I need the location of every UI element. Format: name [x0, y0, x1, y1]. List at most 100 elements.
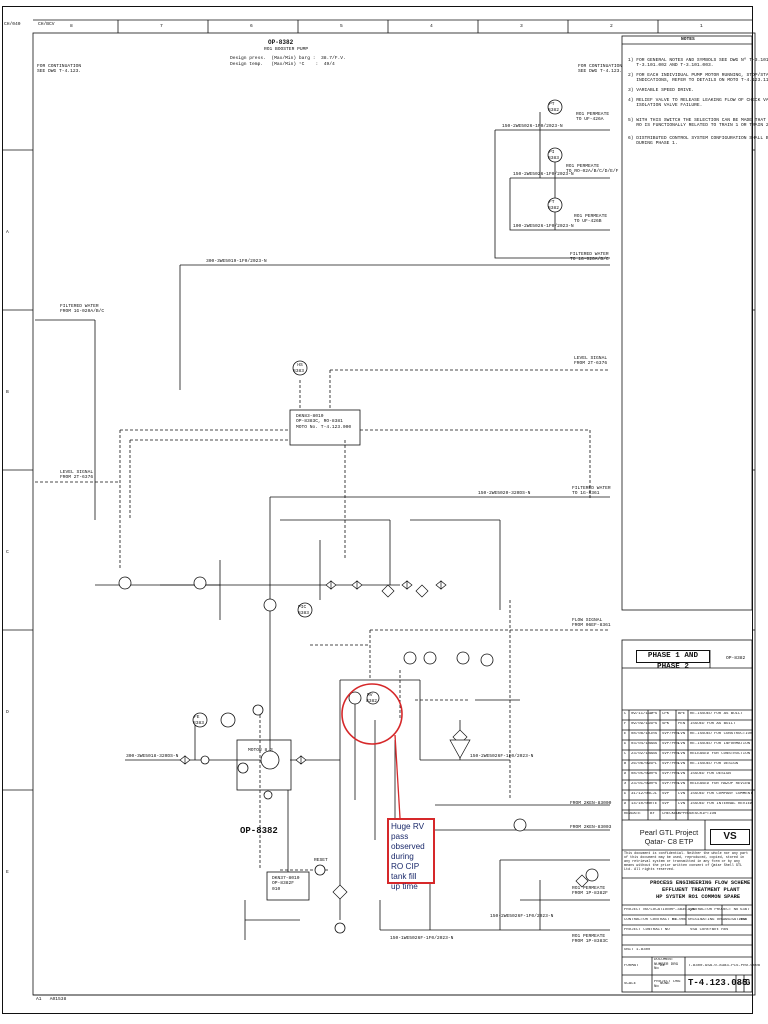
valve-symbol	[295, 755, 307, 765]
revision-cell: LVN	[678, 802, 686, 806]
revision-cell: SVP/PRS	[662, 782, 679, 786]
instrument-bubble	[547, 147, 563, 163]
equipment-subtitle: RO1 BOOSTER PUMP	[264, 47, 309, 52]
outer-border	[2, 6, 753, 1014]
tb-value: 5367	[740, 908, 750, 912]
revision-cell: ISSUED FOR COMPANY COMMENT	[690, 792, 753, 796]
note-item: 3) VARIABLE SPEED DRIVE.	[628, 88, 695, 93]
grid-row-label: C	[6, 550, 9, 555]
revision-header: BY	[650, 812, 655, 816]
phase-code: OP-8382	[726, 656, 746, 661]
instrument-tag: RV	[367, 693, 373, 698]
revision-cell: 14/10/08	[631, 802, 651, 806]
revision-cell: RELEASED FOR HAZOP REVIEW	[690, 782, 751, 786]
company-logo: VS	[710, 829, 750, 845]
continuation-note: FOR CONTINUATION SEE DWG T-4.123.	[37, 64, 82, 75]
revision-cell: SVP/PRS	[662, 762, 679, 766]
instrument-number: 8382	[548, 108, 560, 113]
note-item: 6) DISTRIBUTED CONTROL SYSTEM CONFIGURAT…	[628, 136, 768, 147]
stream-label: FILTERED WATER FROM 1G-020A/B/C	[60, 304, 105, 315]
revision-cell: SVP/PRS	[662, 752, 679, 756]
grid-row-label: B	[6, 390, 9, 395]
revision-cell: SVP/PRS	[662, 732, 679, 736]
stream-label: FILTERED WATER TO 1G-020A/B/C	[570, 252, 609, 263]
stream-label: RO1 PERMEATE TO UF-426B	[574, 214, 608, 225]
fill-triangle	[449, 739, 471, 759]
revision-cell: D	[624, 792, 627, 796]
revision-cell: ISSUED FOR AS BUILT	[690, 722, 736, 726]
logic-diamond	[415, 584, 429, 598]
revision-cell: E	[624, 732, 627, 736]
instrument-bubble	[423, 651, 437, 665]
instrument-number: 8383	[298, 611, 310, 616]
line-number: 100-2WE5026-1F0/2023-N	[513, 224, 574, 229]
revision-cell: ABS	[650, 742, 658, 746]
highlight-pointer	[394, 734, 401, 819]
revision-cell: D	[624, 742, 627, 746]
revision-cell: CPK	[662, 712, 670, 716]
revision-cell: LVN	[678, 782, 686, 786]
revision-cell: 26/06/09	[631, 762, 651, 766]
motor-label: MOTOR 8.3	[248, 748, 273, 753]
instrument-bubble	[200, 755, 210, 765]
stream-label: FROM 2KEN-83003	[570, 825, 612, 830]
tb-label: PROJECT CONTRACT NO	[624, 928, 670, 932]
tb-label: PROJECT DRG No	[654, 980, 681, 989]
revision-cell: 09/09/11	[631, 722, 651, 726]
revision-cell: CJL	[650, 792, 658, 796]
tb-value: VSA Contract nos	[690, 928, 729, 932]
revision-cell: F	[624, 722, 627, 726]
stream-label: FILTERED WATER TO 1G-8361	[572, 486, 611, 497]
revision-header: DATE	[631, 812, 641, 816]
revision-cell: 08/05/09	[631, 772, 651, 776]
revision-cell: RE-ISSUED FOR INFORMATION	[690, 742, 751, 746]
revision-cell: RE-ISSUED FOR AS BUILT	[690, 712, 743, 716]
revision-cell: SVP/PRS	[662, 772, 679, 776]
stream-label: RO1 PERMEATE TO UF-426A	[576, 112, 610, 123]
revision-cell: RELEASED FOR CONSTRUCTION	[690, 752, 751, 756]
revision-header: DESCRIPTION	[690, 812, 717, 816]
tb-label: UNIT	[624, 948, 634, 952]
drawing-number: T-4.123.085	[688, 978, 748, 988]
instrument-bubble	[456, 651, 470, 665]
instrument-bubble	[220, 712, 236, 728]
revision-cell: LVN	[678, 792, 686, 796]
instrument-bubble	[366, 691, 380, 705]
instrument-tag: PT	[549, 102, 555, 107]
grid-col-label: 5	[340, 24, 343, 29]
revision-cell: LVN	[678, 752, 686, 756]
revision-cell: LVN	[678, 772, 686, 776]
logic-diamond	[332, 884, 348, 900]
revision-cell: WPS	[650, 712, 658, 716]
revision-cell: X	[624, 782, 627, 786]
frame-label: CH/040	[4, 22, 21, 27]
instrument-number: 8383	[548, 156, 560, 161]
instrument-tag: FE	[194, 715, 200, 720]
instrument-tag: HS	[297, 363, 303, 368]
note-item: 2) FOR EACH INDIVIDUAL PUMP MOTOR RUNNIN…	[628, 73, 768, 84]
grid-col-label: 8	[70, 24, 73, 29]
grid-col-label: 1	[700, 24, 703, 29]
revision-cell: ISSUED FOR DESIGN	[690, 772, 731, 776]
revision-cell: RE-ISSUED FOR CONSTRUCTION	[690, 732, 753, 736]
highlight-circle	[341, 683, 403, 745]
grid-col-label: 7	[160, 24, 163, 29]
line-number: 150-2WE5026F-1F0/2023-N	[490, 914, 554, 919]
tb-value: HP-3835-QAT	[670, 908, 697, 912]
revision-cell: 08/08/10	[631, 732, 651, 736]
design-pressure: Design press. (Max/Min) barg : 38.7/F.V.	[230, 56, 346, 61]
tb-label: PROJECT NO/LOCATION	[624, 908, 670, 912]
annotation-callout: Huge RV pass observed during RO CIP tank…	[387, 818, 435, 891]
revision-cell: 03/04/10	[631, 742, 651, 746]
stream-label: FLOW SIGNAL FROM 06EF-8361	[572, 618, 611, 629]
revision-cell: SPS	[650, 722, 658, 726]
instrument-bubble	[237, 762, 249, 774]
revision-cell: PEN	[678, 722, 686, 726]
line-number: 150-2WE5020-320DS-N	[478, 491, 531, 496]
valve-symbol	[179, 755, 191, 765]
title-line: HP SYSTEM RO1 COMMON SPARE	[656, 894, 741, 900]
instrument-bubble	[513, 818, 527, 832]
notes-frame	[621, 35, 753, 611]
